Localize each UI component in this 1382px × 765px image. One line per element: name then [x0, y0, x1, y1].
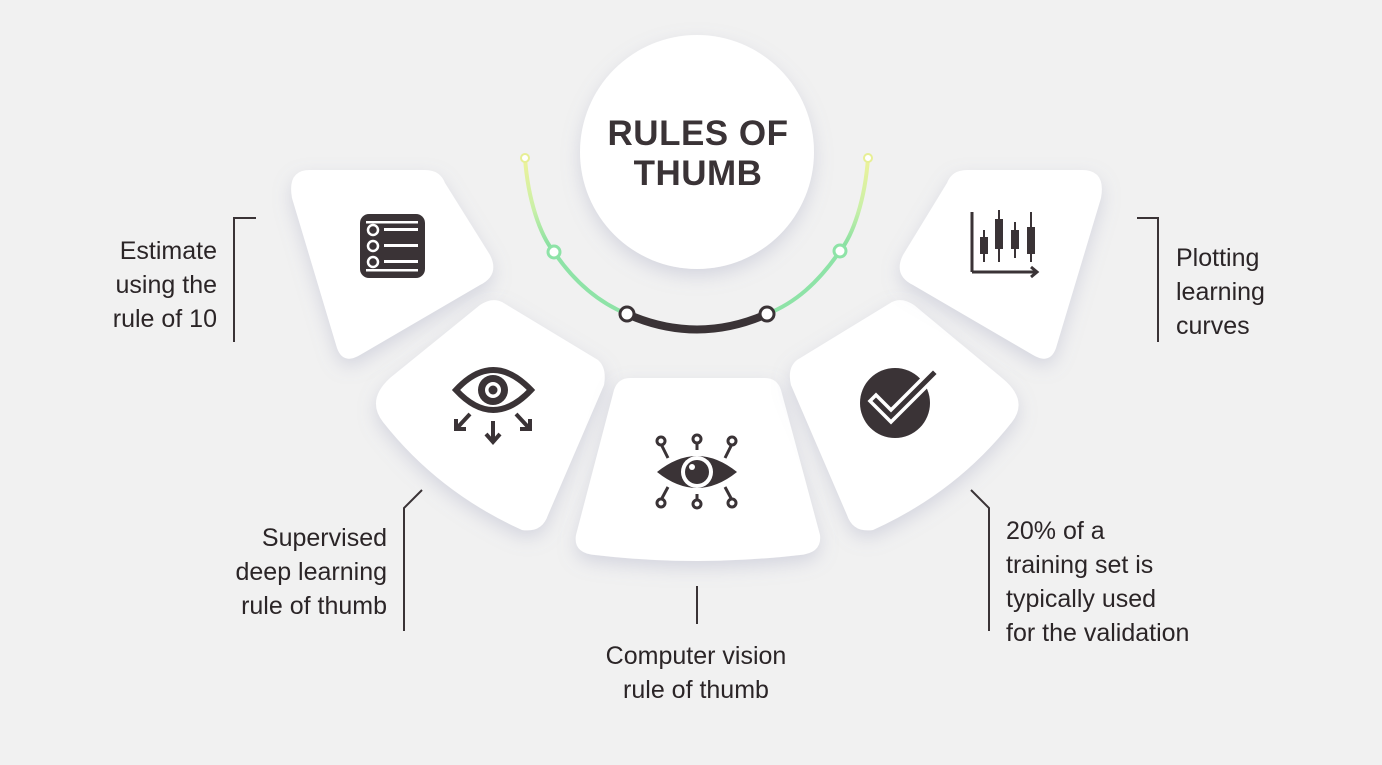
label-line: Estimate — [119, 237, 217, 265]
label-line: curves — [1176, 312, 1250, 340]
label-line: Supervised — [261, 524, 387, 552]
label-line: deep learning — [235, 558, 387, 586]
card-supervised — [375, 300, 605, 531]
circuit-eye-shape — [657, 456, 737, 488]
circuit-eye-icon — [655, 433, 738, 510]
leader-split — [970, 489, 990, 631]
label-line: rule of 10 — [112, 305, 217, 333]
label-line: using the — [115, 271, 217, 299]
card-plot — [899, 170, 1102, 359]
label-computer-vision: Computer vision rule of thumb — [560, 639, 832, 707]
progress-arc — [520, 153, 873, 334]
title-line-2: THUMB — [633, 154, 763, 193]
candlestick-chart-icon — [970, 210, 1040, 279]
label-line: learning — [1176, 278, 1265, 306]
leader-lines — [233, 217, 1159, 631]
label-supervised: Supervised deep learning rule of thumb — [150, 521, 387, 623]
list-icon — [360, 214, 425, 278]
leader-plot — [1137, 217, 1159, 342]
label-validation-split: 20% of a training set is typically used … — [1006, 514, 1306, 650]
label-line: Computer vision — [605, 642, 787, 670]
page-title: RULES OF THUMB — [582, 114, 814, 194]
label-learning-curves: Plotting learning curves — [1176, 241, 1376, 343]
leader-estimate — [233, 217, 256, 342]
label-line: rule of thumb — [623, 676, 769, 704]
label-line: for the validation — [1006, 619, 1190, 647]
check-circle-icon — [860, 365, 942, 438]
leader-supervised — [403, 489, 423, 631]
label-line: Plotting — [1176, 244, 1260, 272]
title-line-1: RULES OF — [607, 114, 789, 153]
label-estimate: Estimate using the rule of 10 — [40, 234, 217, 336]
title-circle — [580, 35, 814, 269]
label-line: training set is — [1006, 551, 1154, 579]
label-line: typically used — [1006, 585, 1157, 613]
label-line: rule of thumb — [241, 592, 387, 620]
label-line: 20% of a — [1006, 517, 1105, 545]
eye-arrows-icon — [451, 367, 536, 446]
